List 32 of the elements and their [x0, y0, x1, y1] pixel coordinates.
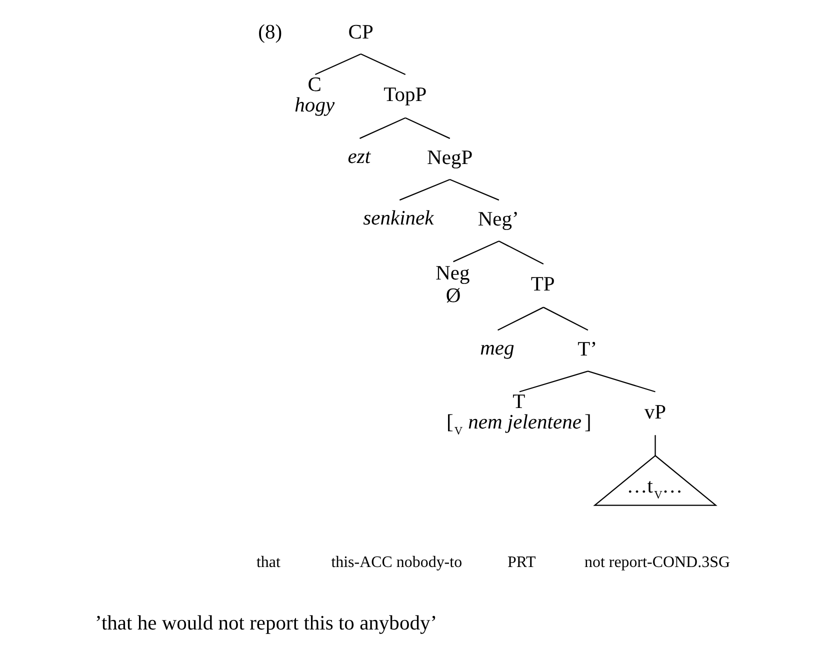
node-text: meg: [480, 338, 514, 360]
node-text: TP: [530, 274, 555, 296]
connector: [654, 435, 656, 456]
label: (8): [258, 21, 282, 44]
node-text: T [$_{V}$ nem jelentene]: [446, 391, 592, 438]
connector: [359, 117, 406, 139]
node-text: NegP: [427, 147, 473, 169]
label: ’that he would not report this to anybody’: [94, 612, 438, 635]
node-text: ezt: [348, 146, 371, 168]
connector: [314, 53, 362, 76]
connector: [360, 53, 406, 76]
node-text: T’: [578, 338, 598, 361]
label: not report-COND.3SG: [584, 554, 730, 572]
connector: [588, 370, 656, 392]
connector: [498, 240, 544, 264]
connector: [543, 306, 588, 331]
node-text: Neg’: [478, 208, 519, 231]
node-text: Neg Ø: [436, 262, 470, 308]
connector: [453, 240, 500, 262]
label: PRT: [507, 554, 536, 572]
node-text: vP: [644, 401, 666, 424]
connector: [405, 117, 450, 139]
label: that: [256, 554, 280, 572]
connector: [498, 306, 544, 331]
node-text: C hogy: [294, 74, 335, 117]
node-text: TopP: [384, 84, 427, 106]
label: this-ACC nobody-to: [331, 554, 462, 572]
connector: [519, 370, 588, 392]
connector: [450, 178, 500, 201]
connector: [399, 178, 450, 201]
node-text: senkinek: [363, 207, 434, 230]
node-text: CP: [348, 21, 374, 44]
